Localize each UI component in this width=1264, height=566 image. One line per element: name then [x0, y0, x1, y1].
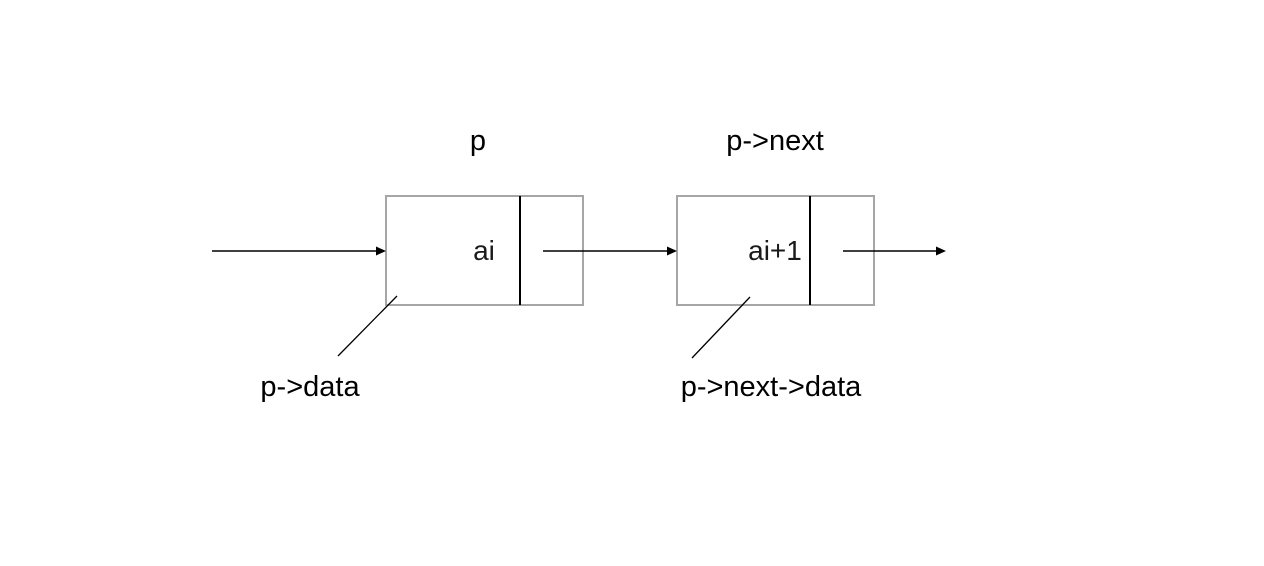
node-2-value: ai+1: [748, 235, 802, 266]
node-2-field-label: p->next->data: [681, 371, 862, 403]
node-1-pointer-label: p: [470, 125, 486, 157]
outgoing-arrowhead: [936, 246, 946, 256]
node-2-data-leader: [691, 296, 751, 359]
link-arrowhead: [667, 246, 677, 256]
link-arrow: [543, 246, 677, 256]
node-1-field-label: p->data: [260, 371, 360, 403]
node-1-data-leader: [337, 295, 398, 357]
incoming-arrow: [212, 246, 386, 256]
node-1-value: ai: [473, 235, 495, 266]
node-1: p ai p->data: [260, 125, 584, 403]
outgoing-arrow: [843, 246, 946, 256]
node-2-pointer-label: p->next: [726, 125, 824, 157]
incoming-arrowhead: [376, 246, 386, 256]
node-2: p->next ai+1 p->next->data: [676, 125, 875, 403]
